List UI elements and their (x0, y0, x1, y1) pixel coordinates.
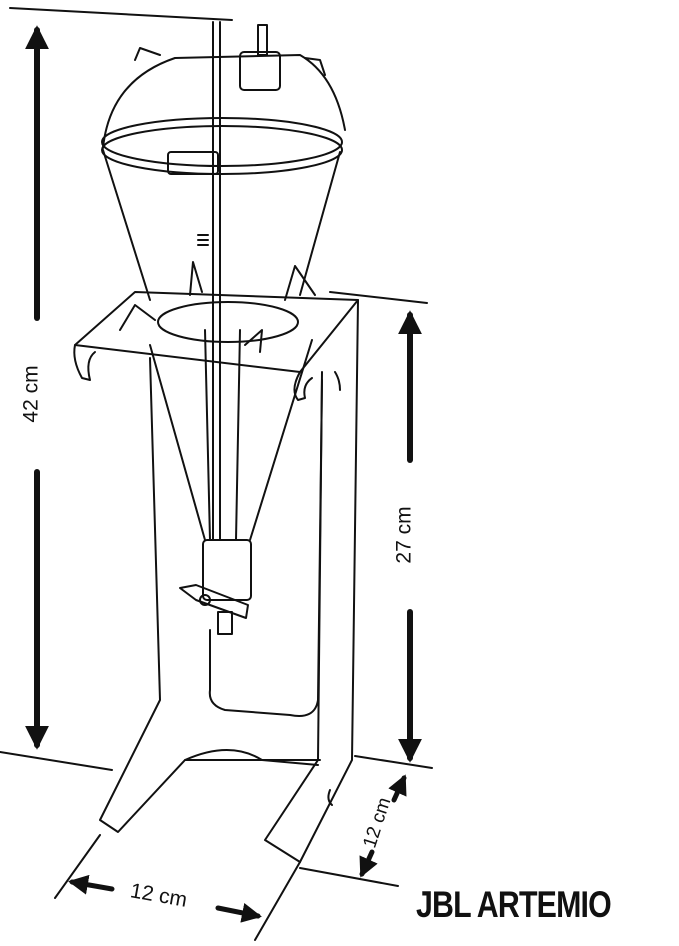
inner-cone (149, 329, 313, 541)
height-42cm-label: 42 cm (19, 365, 43, 423)
air-tube (212, 21, 221, 541)
dimension-27cm-lines (329, 291, 433, 769)
dimension-12cm-width-lines (54, 834, 301, 941)
brand-logo: JBL ARTEMIO (416, 884, 612, 925)
dimension-42cm-lines (0, 7, 233, 771)
valve (179, 539, 252, 635)
dimension-12cm-depth-lines (299, 774, 407, 887)
funnel-container (101, 24, 346, 301)
height-27cm-label: 27 cm (392, 506, 416, 564)
stand (73, 261, 359, 863)
